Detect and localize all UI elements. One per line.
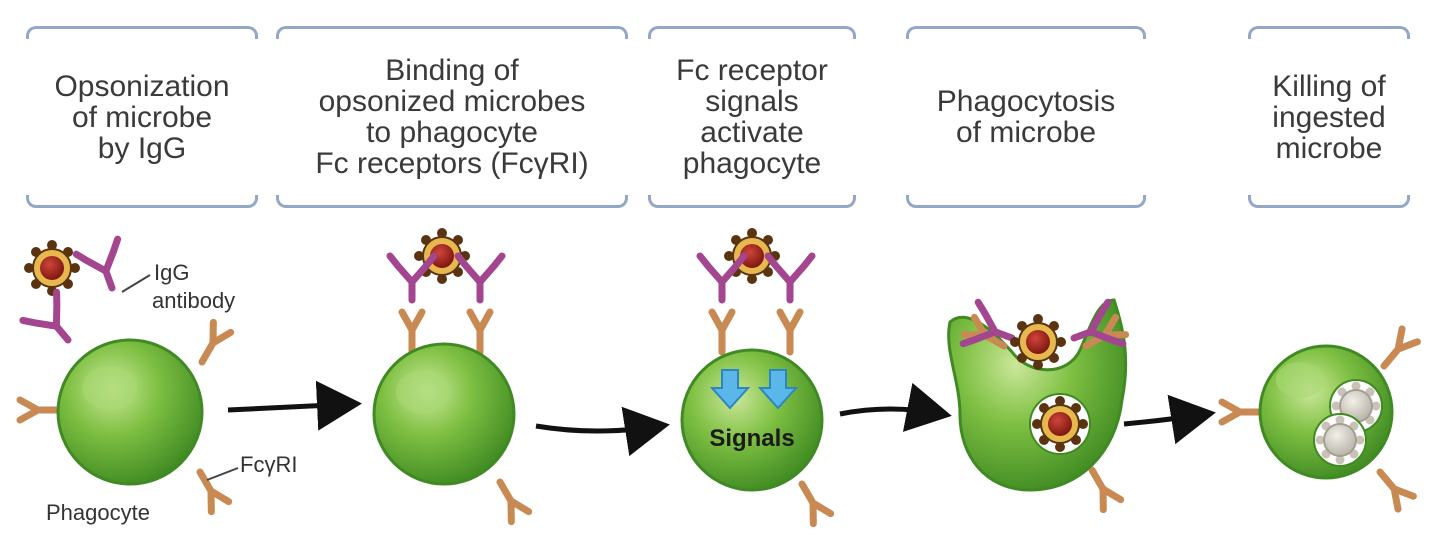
igg-antibody-icon	[390, 256, 434, 300]
cell-nucleus	[396, 370, 452, 414]
stage-2-binding	[372, 227, 529, 522]
step-label: Phagocytosis of microbe	[936, 85, 1116, 149]
phagocyte-cell	[56, 338, 204, 486]
step-header-opsonization: Opsonization of microbe by IgG	[26, 26, 258, 208]
bracket-top	[26, 26, 258, 39]
igg-antibody-icon	[76, 239, 132, 295]
stage-4-phagocytosis	[947, 298, 1126, 510]
step-label: Binding of opsonized microbes to phagocy…	[315, 54, 589, 180]
step-header-binding: Binding of opsonized microbes to phagocy…	[276, 26, 628, 208]
bracket-top	[648, 26, 856, 39]
antibody-label: antibody	[152, 288, 235, 313]
step-header-phagocytosis: Phagocytosis of microbe	[906, 26, 1146, 208]
phagocyte-cell	[372, 342, 516, 486]
callout-line	[121, 274, 151, 293]
fc-receptor-icon	[780, 312, 800, 352]
process-arrow	[535, 406, 670, 457]
stage-1-opsonization: IgG antibody FcγRI Phagocyte	[20, 239, 297, 525]
bracket-bottom	[1248, 195, 1410, 208]
cell-nucleus	[1276, 362, 1324, 398]
callout-line	[206, 467, 239, 481]
igg-antibody-icon	[23, 292, 85, 354]
igg-antibody-icon	[768, 256, 812, 300]
step-label: Killing of ingested microbe	[1272, 69, 1386, 165]
fc-receptor-icon	[1376, 329, 1417, 372]
fc-receptor-icon	[402, 312, 422, 352]
bracket-top	[906, 26, 1146, 39]
stage-5-killing	[1222, 329, 1417, 509]
fc-receptor-icon	[193, 322, 230, 367]
process-arrow	[1123, 394, 1216, 445]
bracket-bottom	[276, 195, 628, 208]
bracket-top	[1248, 26, 1410, 39]
bracket-bottom	[26, 195, 258, 208]
fc-receptor-icon	[793, 479, 830, 524]
bracket-top	[276, 26, 628, 39]
fc-receptor-icon	[1222, 402, 1262, 422]
igg-antibody-icon	[700, 256, 744, 300]
microbe-icon	[23, 239, 81, 297]
step-label: Opsonization of microbe by IgG	[54, 69, 230, 165]
signals-label: Signals	[709, 425, 794, 452]
signal-arrow-icon	[709, 369, 751, 410]
killed-microbe-icon	[1314, 414, 1366, 466]
fc-receptor-icon	[20, 400, 60, 420]
cell-nucleus	[82, 366, 138, 410]
phagocyte-label: Phagocyte	[46, 500, 150, 525]
fc-receptor-icon	[712, 312, 732, 352]
step-header-killing: Killing of ingested microbe	[1248, 26, 1410, 208]
fcgri-label: FcγRI	[240, 452, 297, 477]
igg-antibody-icon	[458, 256, 502, 300]
phagocyte-cell	[680, 348, 824, 492]
step-header-activation: Fc receptor signals activate phagocyte	[648, 26, 856, 208]
bracket-bottom	[648, 195, 856, 208]
process-arrow	[839, 382, 952, 432]
igg-label: IgG	[154, 260, 189, 285]
signal-arrow-icon	[757, 369, 799, 410]
process-arrow	[227, 380, 362, 431]
fc-receptor-icon	[1372, 466, 1413, 509]
fc-receptor-icon	[470, 312, 490, 352]
stage-3-activation: Signals	[680, 227, 831, 524]
fc-receptor-icon	[1083, 465, 1120, 510]
step-label: Fc receptor signals activate phagocyte	[676, 54, 828, 180]
fc-receptor-icon	[491, 477, 528, 522]
bracket-bottom	[906, 195, 1146, 208]
